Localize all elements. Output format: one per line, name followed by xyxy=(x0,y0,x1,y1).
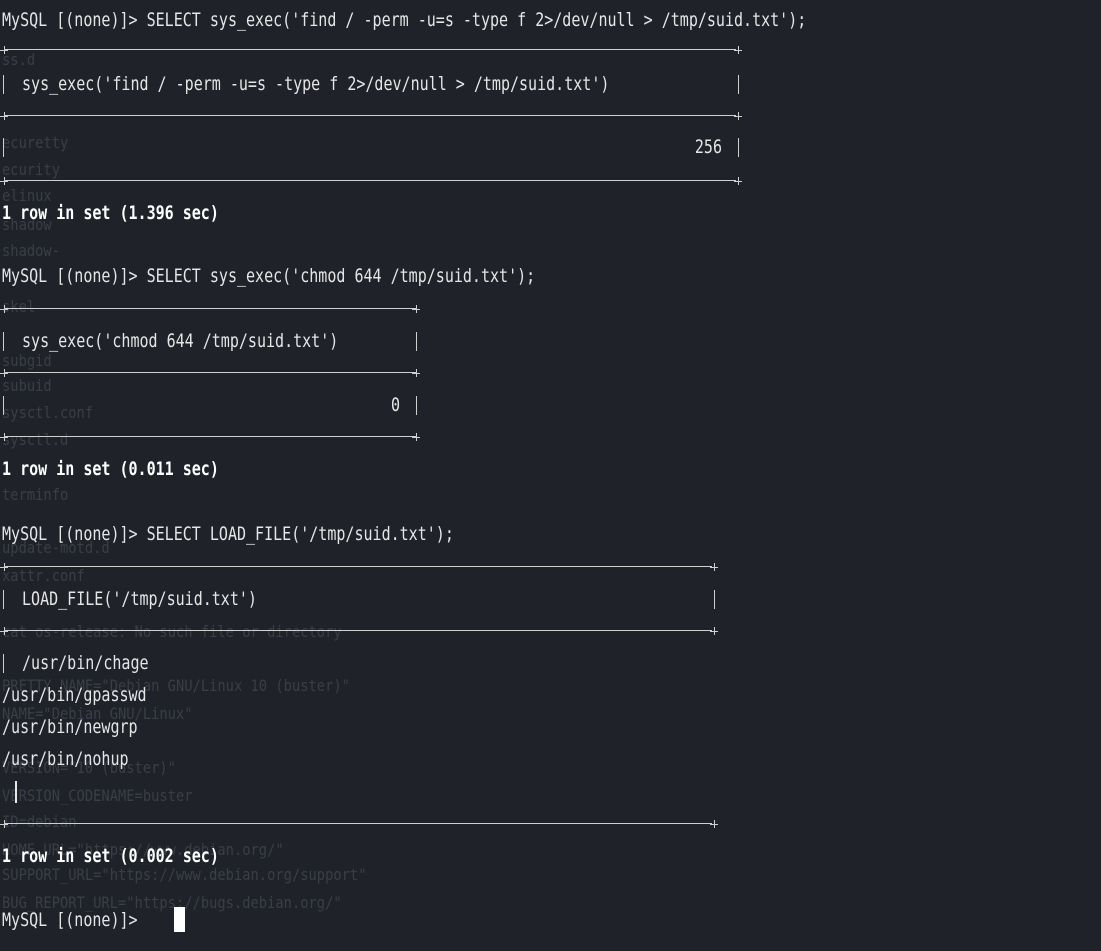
table-border xyxy=(4,372,416,373)
table-border xyxy=(3,332,4,351)
table-border xyxy=(4,566,712,567)
result-footer: 1 row in set (0.002 sec) xyxy=(2,845,219,867)
table-border xyxy=(4,180,736,181)
table-border xyxy=(3,138,4,157)
table-border xyxy=(738,75,739,94)
table-corner xyxy=(710,820,718,828)
result-line: /usr/bin/chage xyxy=(22,652,149,674)
ghost-line: VERSION_CODENAME=buster xyxy=(2,786,193,805)
result-line: /usr/bin/newgrp xyxy=(2,716,138,738)
table-corner xyxy=(710,563,718,571)
prompt: MySQL [(none)]> xyxy=(2,909,138,931)
table-corner xyxy=(0,627,8,635)
table-border xyxy=(4,49,736,50)
terminal-cursor[interactable] xyxy=(174,907,185,932)
command-text: SELECT LOAD_FILE('/tmp/suid.txt'); xyxy=(146,523,454,545)
table-border xyxy=(4,630,712,631)
column-header: LOAD_FILE('/tmp/suid.txt') xyxy=(22,588,257,610)
table-corner xyxy=(734,112,742,120)
active-prompt-line[interactable]: MySQL [(none)]> xyxy=(2,904,138,936)
table-corner xyxy=(0,112,8,120)
result-value: 0 xyxy=(390,394,400,416)
table-corner xyxy=(0,369,8,377)
prompt: MySQL [(none)]> xyxy=(2,9,138,31)
ghost-line: shadow- xyxy=(2,241,60,260)
ghost-line: terminfo xyxy=(2,485,69,504)
table-border xyxy=(738,138,739,157)
ghost-line: ecuretty xyxy=(2,133,69,152)
result-line: /usr/bin/gpasswd xyxy=(2,684,147,706)
table-border xyxy=(4,823,712,824)
table-corner xyxy=(412,305,420,313)
command-line: MySQL [(none)]> SELECT LOAD_FILE('/tmp/s… xyxy=(2,518,454,550)
table-corner xyxy=(0,177,8,185)
result-value: 256 xyxy=(694,136,722,158)
table-border xyxy=(4,308,416,309)
ghost-line: sysctl.conf xyxy=(2,403,94,422)
table-border xyxy=(4,115,736,116)
table-corner xyxy=(734,46,742,54)
table-corner xyxy=(734,177,742,185)
text-cursor xyxy=(15,781,17,803)
table-corner xyxy=(0,46,8,54)
column-header: sys_exec('chmod 644 /tmp/suid.txt') xyxy=(22,330,339,352)
command-text: SELECT sys_exec('find / -perm -u=s -type… xyxy=(146,9,807,31)
table-border xyxy=(3,654,4,673)
table-corner xyxy=(412,433,420,441)
prompt: MySQL [(none)]> xyxy=(2,523,138,545)
table-border xyxy=(3,75,4,94)
table-border xyxy=(3,396,4,415)
ghost-line: ID=debian xyxy=(2,812,77,831)
prompt: MySQL [(none)]> xyxy=(2,265,138,287)
column-header: sys_exec('find / -perm -u=s -type f 2>/d… xyxy=(22,73,610,95)
table-corner xyxy=(0,433,8,441)
result-footer: 1 row in set (1.396 sec) xyxy=(2,202,219,224)
ghost-line: subuid xyxy=(2,376,52,395)
result-line: /usr/bin/nohup xyxy=(2,748,129,770)
command-line: MySQL [(none)]> SELECT sys_exec('find / … xyxy=(2,4,806,36)
table-border xyxy=(4,436,416,437)
ghost-line: ecurity xyxy=(2,160,60,179)
table-border xyxy=(3,590,4,609)
table-corner xyxy=(0,305,8,313)
command-line: MySQL [(none)]> SELECT sys_exec('chmod 6… xyxy=(2,260,535,292)
table-corner xyxy=(0,820,8,828)
table-corner xyxy=(0,563,8,571)
table-corner xyxy=(412,369,420,377)
table-border xyxy=(416,396,417,415)
table-border xyxy=(714,590,715,609)
table-border xyxy=(416,332,417,351)
command-text: SELECT sys_exec('chmod 644 /tmp/suid.txt… xyxy=(146,265,536,287)
table-corner xyxy=(710,627,718,635)
result-footer: 1 row in set (0.011 sec) xyxy=(2,458,219,480)
ghost-line: sysctl.d xyxy=(2,430,69,449)
ghost-line: cat os-release: No such file or director… xyxy=(2,622,342,641)
